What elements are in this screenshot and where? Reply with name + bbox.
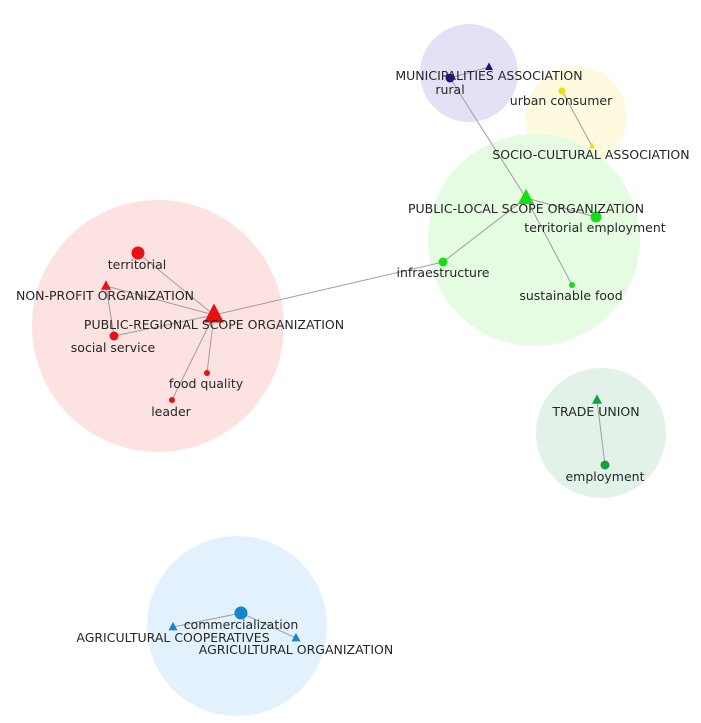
label-leader: leader	[151, 404, 191, 419]
edges-layer	[105, 66, 606, 639]
node-rural	[445, 73, 455, 83]
cluster-blue	[147, 536, 327, 716]
node-infraestructure	[438, 257, 448, 267]
label-agri_org: AGRICULTURAL ORGANIZATION	[199, 642, 393, 657]
label-non_profit: NON-PROFIT ORGANIZATION	[16, 288, 194, 303]
node-socio_cultural	[589, 142, 595, 149]
node-urban_consumer	[558, 87, 566, 95]
label-commercialization: commercialization	[184, 617, 299, 632]
label-urban_consumer: urban consumer	[510, 93, 613, 108]
label-municipalities: MUNICIPALITIES ASSOCIATION	[395, 68, 582, 83]
node-non_profit	[101, 280, 111, 290]
cluster-green	[428, 134, 640, 346]
edge-public_local-infraestructure	[442, 197, 527, 263]
cluster-red	[32, 200, 284, 452]
label-employment: employment	[565, 469, 644, 484]
label-socio_cultural: SOCIO-CULTURAL ASSOCIATION	[492, 147, 689, 162]
nodes-layer	[101, 62, 610, 642]
edge-public_local-territorial_employment	[525, 197, 597, 218]
label-territorial: territorial	[108, 257, 166, 272]
edge-urban_consumer-socio_cultural	[561, 90, 593, 147]
label-infraestructure: infraestructure	[396, 265, 489, 280]
node-territorial	[131, 246, 145, 260]
node-food_quality	[204, 370, 210, 376]
node-sustainable_food	[569, 282, 575, 288]
edge-trade_union-employment	[596, 399, 606, 466]
label-territorial_employment: territorial employment	[524, 220, 665, 235]
label-public_regional: PUBLIC-REGIONAL SCOPE ORGANIZATION	[84, 317, 344, 332]
label-sustainable_food: sustainable food	[519, 288, 622, 303]
edge-commercialization-agri_coop	[172, 612, 242, 628]
edge-social_service-public_regional	[113, 314, 215, 337]
node-public_local	[518, 188, 534, 204]
edge-public_local-sustainable_food	[525, 197, 573, 286]
node-social_service	[109, 331, 119, 341]
label-agri_coop: AGRICULTURAL COOPERATIVES	[76, 630, 269, 645]
node-agri_org	[291, 632, 301, 642]
node-leader	[169, 397, 175, 403]
label-public_local: PUBLIC-LOCAL SCOPE ORGANIZATION	[408, 201, 644, 216]
edge-non_profit-social_service	[105, 285, 115, 337]
edge-rural-municipalities	[449, 66, 490, 79]
edge-rural-public_local	[449, 77, 527, 199]
edge-non_profit-public_regional	[105, 285, 215, 316]
node-territorial_employment	[590, 211, 602, 223]
node-agri_coop	[168, 621, 178, 631]
node-trade_union	[592, 394, 602, 404]
edge-commercialization-agri_org	[240, 612, 297, 639]
edge-infraestructure-public_regional	[213, 261, 444, 316]
clusters-layer	[32, 24, 666, 716]
node-employment	[600, 460, 610, 470]
node-public_regional	[204, 303, 224, 323]
node-commercialization	[234, 606, 248, 620]
edge-leader-public_regional	[171, 314, 215, 401]
label-social_service: social service	[71, 340, 156, 355]
label-food_quality: food quality	[169, 376, 244, 391]
edge-territorial-public_regional	[137, 252, 215, 316]
node-municipalities	[485, 62, 493, 70]
label-trade_union: TRADE UNION	[551, 404, 639, 419]
label-rural: rural	[435, 82, 464, 97]
edge-food_quality-public_regional	[206, 314, 215, 374]
